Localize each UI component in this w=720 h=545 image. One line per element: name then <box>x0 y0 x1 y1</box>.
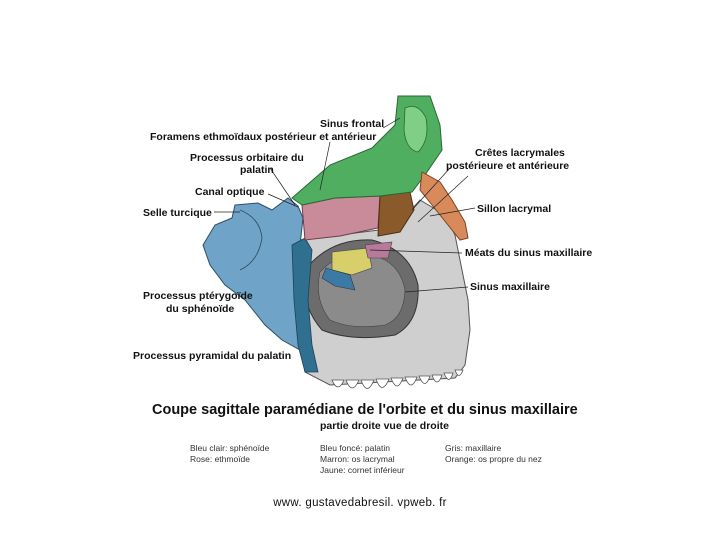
legend-item: Gris: maxillaire <box>445 443 502 453</box>
legend-item: Bleu clair: sphénoïde <box>190 443 270 453</box>
label-meats: Méats du sinus maxillaire <box>465 247 593 259</box>
cornet-inferieur <box>331 247 373 276</box>
label-canal-optique: Canal optique <box>195 186 265 198</box>
label-pterygoide-2: du sphénoïde <box>166 303 235 315</box>
sinus-frontal-cavity <box>403 105 428 153</box>
legend-item: Marron: os lacrymal <box>320 454 395 464</box>
label-foramens: Foramens ethmoïdaux postérieur et antéri… <box>150 131 377 143</box>
label-processus-orbitaire-2: palatin <box>240 164 274 176</box>
legend-col2: Bleu foncé: palatin Marron: os lacrymal … <box>320 443 405 476</box>
nez-bone <box>419 171 469 241</box>
teeth <box>331 369 464 389</box>
label-processus-orbitaire-1: Processus orbitaire du <box>190 152 304 164</box>
legend-item: Jaune: cornet inférieur <box>320 465 405 475</box>
legend-item: Bleu foncé: palatin <box>320 443 390 453</box>
label-pterygoide-1: Processus ptérygoïde <box>143 290 253 302</box>
footer-url: www. gustavedabresil. vpweb. fr <box>273 497 447 509</box>
sphenoide-bone <box>202 197 306 351</box>
palatin-bone <box>291 237 319 373</box>
sphenoide-detail <box>239 209 263 271</box>
legend-col3: Gris: maxillaire Orange: os propre du ne… <box>445 443 542 465</box>
legend-item: Orange: os propre du nez <box>445 454 542 464</box>
figure-title: Coupe sagittale paramédiane de l'orbite … <box>152 402 578 418</box>
cornet-blue <box>321 267 356 291</box>
leader-lines <box>214 117 476 293</box>
label-cretes-1: Crêtes lacrymales <box>475 147 565 159</box>
label-sinus-frontal: Sinus frontal <box>320 118 385 130</box>
label-sillon-lacrymal: Sillon lacrymal <box>477 203 552 215</box>
label-cretes-2: postérieure et antérieure <box>446 160 570 172</box>
label-selle-turcique: Selle turcique <box>143 207 212 219</box>
label-sinus-maxillaire: Sinus maxillaire <box>470 281 550 293</box>
label-pyramidal: Processus pyramidal du palatin <box>133 350 292 362</box>
figure-subtitle: partie droite vue de droite <box>320 420 449 432</box>
legend-item: Rose: ethmoïde <box>190 454 251 464</box>
legend-col1: Bleu clair: sphénoïde Rose: ethmoïde <box>190 443 269 465</box>
